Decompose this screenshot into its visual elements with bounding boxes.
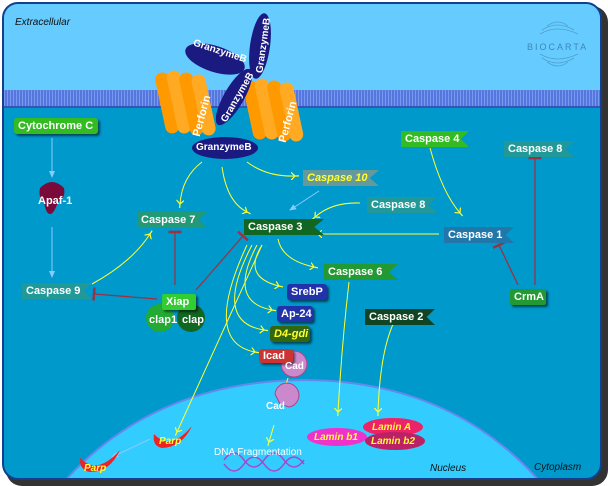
nucleus-region xyxy=(66,378,538,478)
pathway-diagram xyxy=(4,4,600,478)
node-caspase10[interactable]: Caspase 10 xyxy=(303,170,379,186)
arrow-caspase2-lamina xyxy=(378,321,395,412)
node-parp-nuclear[interactable]: Parp xyxy=(84,463,107,474)
node-d4gdi[interactable]: D4-gdi xyxy=(270,326,310,342)
arrow-caspase10-caspase3 xyxy=(289,190,320,211)
node-ciap[interactable]: clap xyxy=(182,314,205,326)
caspase8-right-label: Caspase 8 xyxy=(508,143,563,155)
granzymeb-ellipse-2 xyxy=(249,13,271,79)
lamin-a-shape xyxy=(363,418,423,436)
node-apaf1[interactable]: Apaf-1 xyxy=(38,195,73,207)
dna-icon xyxy=(223,452,305,472)
label-nucleus: Nucleus xyxy=(430,463,467,474)
inhibition-lines xyxy=(92,156,542,301)
granzymeb-label-4[interactable]: GranzymeB xyxy=(196,142,252,153)
biocarta-logo: BIOCARTA xyxy=(527,42,589,52)
node-cytochrome-c[interactable]: Cytochrome C xyxy=(14,118,98,134)
d4gdi-label: D4-gdi xyxy=(274,328,309,340)
node-caspase9[interactable]: Caspase 9 xyxy=(22,283,92,299)
translocation-arrows xyxy=(49,138,320,458)
pathway-frame: Extracellular Nucleus Cytoplasm BIOCARTA… xyxy=(2,2,602,480)
cytochrome-c-label: Cytochrome C xyxy=(18,120,94,132)
inhibit-crma-caspase1 xyxy=(492,241,519,286)
arrow-caspase3-ap24 xyxy=(244,244,272,310)
extracellular-region xyxy=(4,4,600,102)
node-icad[interactable]: Icad xyxy=(259,349,293,363)
ciap-icon xyxy=(177,304,205,332)
node-lamin-b2[interactable]: Lamin b2 xyxy=(371,436,415,447)
arrow-caspase3-caspase6 xyxy=(277,238,314,267)
caspase3-label: Caspase 3 xyxy=(248,221,303,233)
node-caspase1[interactable]: Caspase 1 xyxy=(444,227,514,243)
perforin-left-icon xyxy=(155,70,216,136)
biocarta-logo-icon xyxy=(539,21,579,67)
cell-membrane xyxy=(4,90,600,108)
lamin-b2-shape xyxy=(365,432,425,450)
label-dna-fragmentation: DNA Fragmentation xyxy=(214,447,302,458)
node-caspase8-right[interactable]: Caspase 8 xyxy=(504,141,574,157)
xiap-label: Xiap xyxy=(166,296,190,308)
node-caspase3[interactable]: Caspase 3 xyxy=(244,219,324,235)
arrow-granzyme-caspase3 xyxy=(221,166,247,212)
caspase8-center-label: Caspase 8 xyxy=(371,199,426,211)
node-cad-nuclear[interactable]: Cad xyxy=(266,401,285,412)
node-ciap1[interactable]: clap1 xyxy=(149,314,178,326)
arrow-caspase3-icad xyxy=(226,244,255,352)
arrow-caspase8-caspase3 xyxy=(315,202,361,217)
granzymeb-ellipse-4 xyxy=(192,137,258,159)
arrow-caspase4-caspase1 xyxy=(429,147,460,213)
node-xiap[interactable]: Xiap xyxy=(162,294,196,310)
inhibit-xiap-caspase9 xyxy=(92,287,158,301)
arrow-granzyme-caspase10 xyxy=(246,161,295,176)
srebp-label: SrebP xyxy=(291,286,323,298)
granzymeb-ellipse-3 xyxy=(215,68,253,126)
icad-label: Icad xyxy=(263,350,286,362)
caspase7-label: Caspase 7 xyxy=(141,214,196,226)
node-ap24[interactable]: Ap-24 xyxy=(277,306,313,322)
crma-label: CrmA xyxy=(514,291,544,303)
ap24-label: Ap-24 xyxy=(281,308,312,320)
caspase4-label: Caspase 4 xyxy=(405,133,460,145)
apaf1-icon xyxy=(39,182,65,214)
caspase6-label: Caspase 6 xyxy=(328,266,383,278)
label-extracellular: Extracellular xyxy=(15,17,71,28)
caspase9-label: Caspase 9 xyxy=(26,285,81,297)
cad-nuclear-icon xyxy=(274,382,300,408)
caspase1-label: Caspase 1 xyxy=(448,229,503,241)
parp-cytoplasm-icon xyxy=(153,426,192,448)
node-lamin-b1[interactable]: Lamin b1 xyxy=(314,432,358,443)
node-caspase2[interactable]: Caspase 2 xyxy=(365,309,435,325)
caspase10-label: Caspase 10 xyxy=(307,172,368,184)
node-parp-cytoplasm[interactable]: Parp xyxy=(159,436,182,447)
caspase2-label: Caspase 2 xyxy=(369,311,424,323)
arrow-parp-parp xyxy=(111,438,151,458)
activation-arrows xyxy=(91,147,460,442)
node-caspase7[interactable]: Caspase 7 xyxy=(137,212,207,228)
arrow-cad-dna xyxy=(269,424,275,442)
inhibit-xiap-caspase3 xyxy=(195,230,249,291)
arrow-caspase3-d4gdi xyxy=(234,244,264,330)
perforin-right-icon xyxy=(243,78,304,142)
node-caspase6[interactable]: Caspase 6 xyxy=(324,264,398,280)
ciap1-icon xyxy=(146,304,174,332)
parp-nuclear-icon xyxy=(79,450,120,472)
arrow-caspase3-srebp xyxy=(254,244,279,286)
label-cytoplasm: Cytoplasm xyxy=(534,462,582,473)
arrow-granzyme-caspase7 xyxy=(180,161,203,204)
arrow-caspase9-caspase7 xyxy=(91,234,150,285)
node-srebp[interactable]: SrebP xyxy=(287,284,327,300)
node-lamin-a[interactable]: Lamin A xyxy=(372,422,412,433)
node-cad[interactable]: Cad xyxy=(285,361,304,372)
node-caspase8-center[interactable]: Caspase 8 xyxy=(367,197,437,213)
arrow-caspase3-parp xyxy=(177,244,263,432)
granzymeb-ellipse-1 xyxy=(185,43,245,75)
node-crma[interactable]: CrmA xyxy=(510,289,546,305)
node-caspase4[interactable]: Caspase 4 xyxy=(401,131,469,147)
arrow-caspase6-laminb1 xyxy=(338,281,350,412)
lamin-b1-shape xyxy=(307,428,367,446)
